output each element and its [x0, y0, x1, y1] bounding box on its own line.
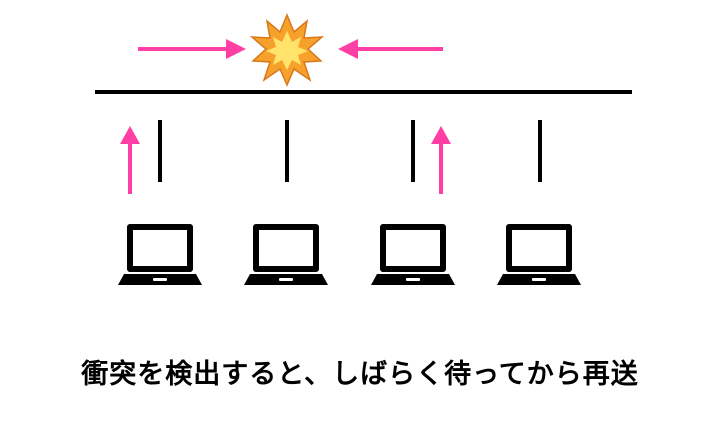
- transmit-arrow-1: [120, 126, 140, 194]
- explosion-icon: [249, 13, 325, 87]
- laptop-icon: [497, 224, 581, 285]
- diagram-caption: 衝突を検出すると、しばらく待ってから再送: [81, 359, 639, 390]
- collision-arrow-left: [138, 39, 246, 59]
- laptop-icon: [118, 224, 202, 285]
- laptop-icon: [371, 224, 455, 285]
- laptop-icon: [244, 224, 328, 285]
- transmit-arrow-3: [431, 126, 451, 194]
- collision-arrow-right: [338, 39, 443, 59]
